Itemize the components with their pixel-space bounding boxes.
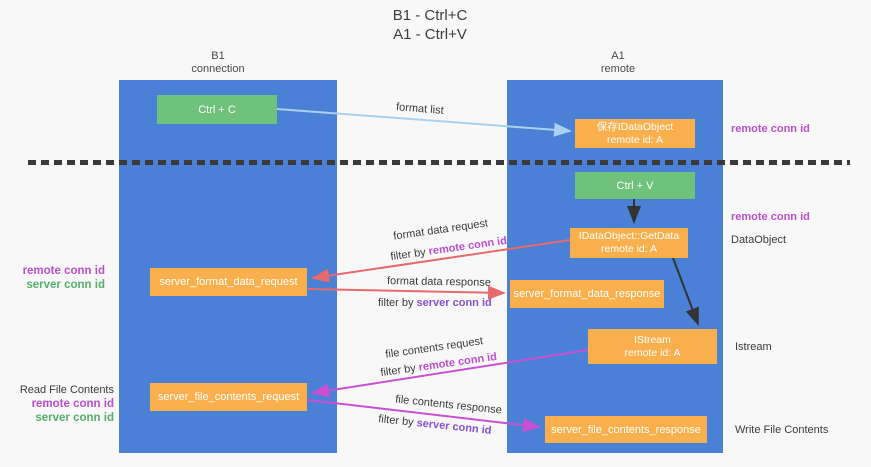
format-data-response-arrow: [307, 285, 506, 300]
server-file-contents-response-box: server_file_contents_response: [545, 416, 707, 443]
format-data-request-arrow: [311, 239, 571, 283]
a1-name: A1: [611, 50, 625, 62]
boundary-dashed-line: [28, 160, 850, 165]
right-remote-conn-id-1: remote conn id: [731, 123, 810, 135]
istream-remote-id: remote id: A: [624, 346, 681, 359]
save-idataobject-box: 保存IDataObject remote id: A: [575, 119, 695, 148]
format-list-arrow: [276, 108, 572, 137]
server-file-contents-request-box: server_file_contents_request: [150, 383, 307, 411]
left-conn-id-block-2: Read File Contents remote conn id server…: [0, 383, 114, 425]
write-file-contents-label: Write File Contents: [735, 424, 829, 436]
b1-subtitle: connection: [191, 63, 245, 75]
getdata-to-istream-arrow: [672, 257, 699, 326]
istream-side-label: Istream: [735, 341, 772, 353]
right-remote-conn-id-2: remote conn id: [731, 211, 810, 223]
format-response-filter-label: filter by server conn id: [378, 297, 492, 309]
left-remote-conn-id-2: remote conn id: [31, 398, 114, 410]
format-data-response-label: format data response: [386, 275, 492, 289]
left-server-conn-id-1: server conn id: [26, 279, 105, 291]
server-format-data-response-box: server_format_data_response: [510, 280, 664, 308]
left-conn-id-block-1: remote conn id server conn id: [0, 264, 105, 292]
getdata-remote-id: remote id: A: [600, 243, 658, 255]
server-conn-id-text: server conn id: [416, 297, 492, 309]
diagram-title: B1 - Ctrl+C A1 - Ctrl+V: [300, 6, 560, 44]
istream-box: IStream remote id: A: [588, 329, 717, 364]
read-file-contents-label: Read File Contents: [19, 384, 114, 396]
getdata-box: IDataObject::GetData remote id: A: [570, 228, 688, 258]
title-line-2: A1 - Ctrl+V: [393, 26, 467, 43]
ctrl-c-box: Ctrl + C: [157, 95, 277, 124]
column-header-b1: B1 connection: [158, 50, 278, 76]
file-contents-request-arrow: [311, 349, 589, 398]
getdata-label: IDataObject::GetData: [578, 230, 680, 242]
istream-label: IStream: [634, 333, 671, 346]
server-format-data-request-box: server_format_data_request: [150, 268, 307, 296]
filter-by-text: filter by: [378, 297, 414, 309]
title-line-1: B1 - Ctrl+C: [392, 7, 468, 24]
b1-name: B1: [211, 50, 225, 62]
column-header-a1: A1 remote: [558, 50, 678, 76]
left-remote-conn-id-1: remote conn id: [22, 265, 105, 277]
dataobject-label: DataObject: [731, 234, 787, 246]
file-contents-response-arrow: [307, 399, 541, 433]
save-idataobject-label: 保存IDataObject: [596, 120, 674, 133]
a1-subtitle: remote: [600, 63, 636, 75]
save-idataobject-remote-id: remote id: A: [606, 133, 664, 146]
left-server-conn-id-2: server conn id: [35, 412, 114, 424]
ctrl-v-box: Ctrl + V: [575, 172, 695, 199]
